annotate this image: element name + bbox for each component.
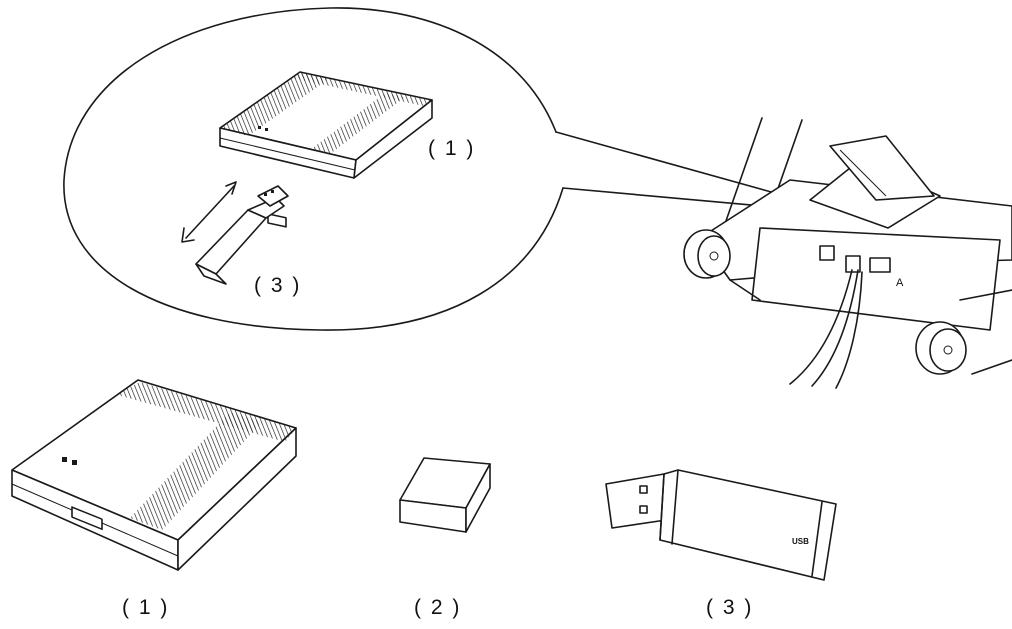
callout-ellipse — [63, 7, 564, 331]
usb-stick-icon: USB — [605, 469, 837, 581]
svg-text:A: A — [896, 277, 904, 289]
usb-cap-icon — [399, 457, 491, 533]
machine-illustration: A — [683, 117, 1012, 389]
usb-text: USB — [792, 537, 809, 546]
callout-label-device: ( 1 ) — [428, 137, 475, 160]
wheel-right — [915, 321, 967, 375]
device-box-icon — [11, 379, 297, 571]
callout-pointer-upper — [555, 131, 801, 201]
zoom-callout: ( 1 ) ( 3 ) — [63, 7, 807, 331]
label-item-1: ( 1 ) — [122, 596, 169, 619]
callout-device-icon — [219, 71, 433, 228]
label-item-3: ( 3 ) — [706, 596, 753, 619]
label-item-2: ( 2 ) — [414, 596, 461, 619]
insert-arrow-icon — [181, 181, 237, 243]
callout-usb-icon — [195, 185, 289, 285]
callout-label-usb: ( 3 ) — [254, 274, 301, 297]
wheel-left — [683, 229, 731, 279]
